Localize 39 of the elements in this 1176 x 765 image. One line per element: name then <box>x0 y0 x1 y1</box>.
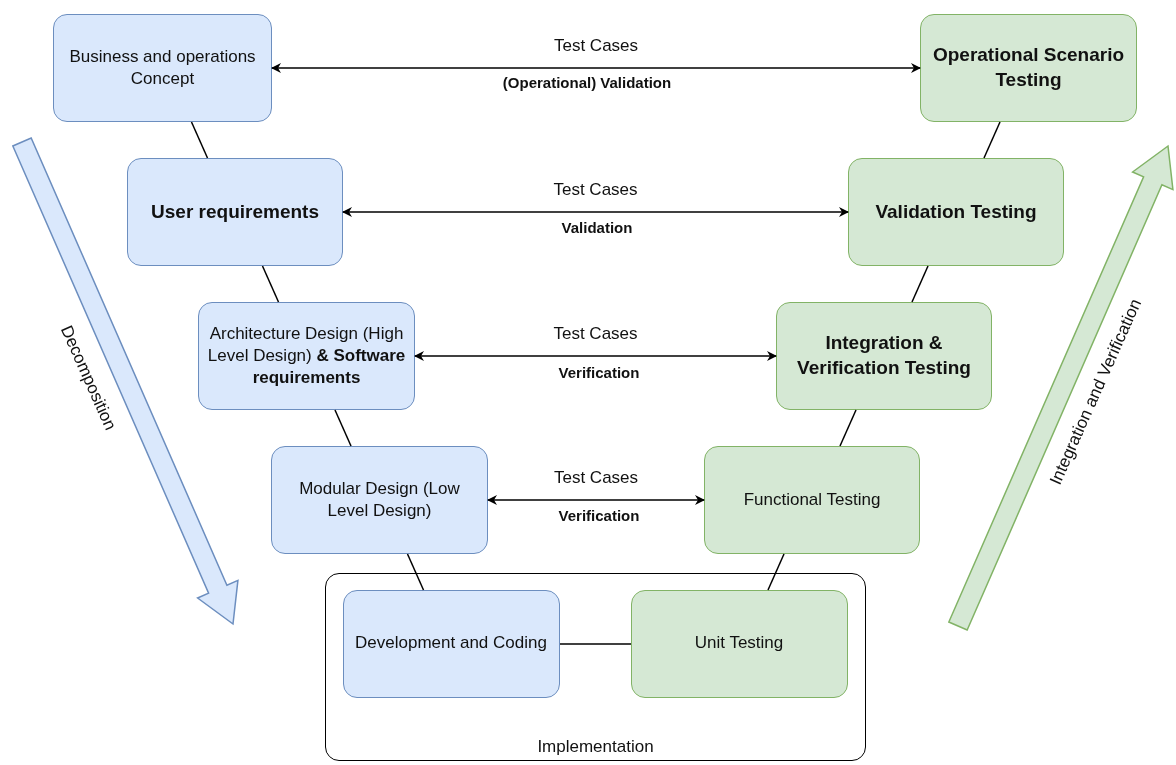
box-label: User requirements <box>150 199 320 224</box>
double-arrow <box>271 63 921 73</box>
process-box <box>271 446 488 554</box>
connector-line <box>261 265 280 303</box>
connector-line <box>983 121 1001 159</box>
edge-note: Verification <box>558 507 640 524</box>
box-label: Functional Testing <box>742 488 882 511</box>
testing-box <box>920 14 1137 122</box>
testing-box <box>848 158 1064 266</box>
process-box <box>53 14 272 122</box>
testing-box <box>630 589 848 698</box>
box-label: Operational Scenario Testing <box>931 43 1126 92</box>
process-box <box>198 302 415 410</box>
group-frame <box>325 573 866 761</box>
box-label: Unit Testing <box>693 632 785 655</box>
connector-line <box>839 409 857 447</box>
process-box <box>127 158 343 266</box>
connector-line <box>911 265 929 303</box>
group-label: Implementation <box>536 735 655 758</box>
box-label: Validation Testing <box>874 199 1038 224</box>
box-label: Modular Design (Low Level Design) <box>298 477 461 522</box>
testing-box <box>704 446 920 554</box>
connector-line <box>190 121 209 159</box>
double-arrow <box>487 495 705 505</box>
edge-note: Verification <box>558 364 640 381</box>
connector-line <box>334 409 352 447</box>
connector-line <box>767 553 785 591</box>
double-arrow <box>342 207 849 217</box>
edge-note: Validation <box>561 219 633 236</box>
connector-line <box>406 553 425 591</box>
box-label: Business and operations Concept <box>68 45 257 90</box>
box-label: Architecture Design (High Level Design) & Software requirements <box>206 322 407 390</box>
process-box <box>342 589 560 698</box>
double-arrow <box>414 351 777 361</box>
edge-note: (Operational) Validation <box>502 74 672 91</box>
box-label: Integration & Verification Testing <box>796 331 972 380</box>
testing-box <box>776 302 992 410</box>
connector-line <box>559 643 632 645</box>
box-label: Development and Coding <box>354 632 548 655</box>
